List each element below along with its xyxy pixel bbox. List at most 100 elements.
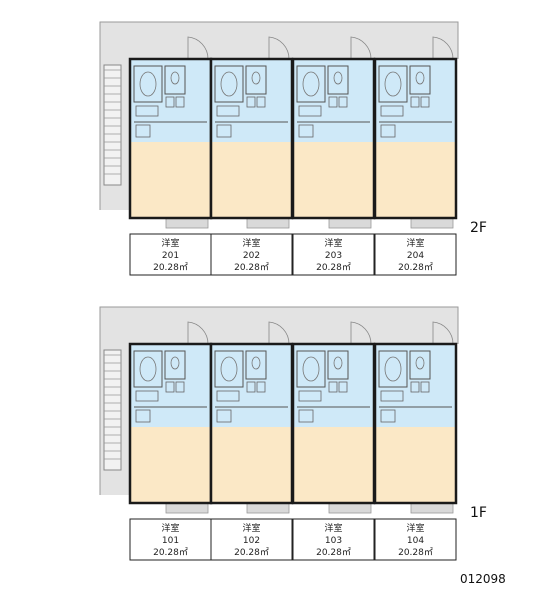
- toilet-room: [409, 65, 431, 95]
- balcony: [165, 502, 209, 514]
- kitchen-counter: [298, 390, 322, 402]
- bathtub-basin: [384, 71, 402, 97]
- unit-label-box: [292, 518, 375, 561]
- toilet: [333, 356, 343, 370]
- bathtub-basin: [302, 356, 320, 382]
- toilet: [415, 71, 425, 85]
- washer-space: [420, 381, 430, 393]
- wet-area: [130, 59, 211, 142]
- bathtub-basin: [302, 71, 320, 97]
- balcony: [410, 502, 454, 514]
- shoe-box: [298, 409, 314, 423]
- unit-type-label: 洋室: [242, 237, 260, 249]
- washer-space: [338, 96, 348, 108]
- unit-area-label: 20.28㎡: [234, 262, 269, 273]
- bathtub-basin: [139, 356, 157, 382]
- bathtub-basin: [220, 356, 238, 382]
- washbasin: [328, 96, 338, 108]
- toilet-room: [245, 65, 267, 95]
- kitchen-counter: [380, 390, 404, 402]
- washbasin: [246, 381, 256, 393]
- unit-number-label: 103: [325, 536, 342, 546]
- toilet-room: [327, 350, 349, 380]
- unit-area-label: 20.28㎡: [316, 547, 351, 558]
- kitchen-counter: [380, 105, 404, 117]
- washbasin: [246, 96, 256, 108]
- toilet-room: [327, 65, 349, 95]
- entrance-door: [350, 321, 372, 345]
- balcony: [246, 502, 290, 514]
- unit-label-box: [210, 518, 293, 561]
- unit-type-label: 洋室: [406, 237, 424, 249]
- entrance-door: [350, 36, 372, 60]
- bathtub: [214, 350, 244, 388]
- wet-area: [211, 344, 292, 427]
- toilet-room: [164, 350, 186, 380]
- bathtub: [133, 65, 163, 103]
- washer-space: [256, 381, 266, 393]
- kitchen-counter: [298, 105, 322, 117]
- unit-type-label: 洋室: [406, 522, 424, 534]
- unit-area-label: 20.28㎡: [398, 262, 433, 273]
- washbasin: [165, 381, 175, 393]
- entrance-door: [187, 36, 209, 60]
- toilet: [415, 356, 425, 370]
- unit-label-box: [374, 233, 457, 276]
- wet-area: [130, 344, 211, 427]
- unit-number-label: 203: [325, 251, 342, 261]
- shoe-box: [135, 124, 151, 138]
- entrance-door: [432, 36, 454, 60]
- kitchen-counter: [135, 105, 159, 117]
- unit-area-label: 20.28㎡: [153, 262, 188, 273]
- unit-type-label: 洋室: [324, 522, 342, 534]
- washer-space: [338, 381, 348, 393]
- washbasin: [328, 381, 338, 393]
- washbasin: [410, 381, 420, 393]
- entrance-door: [268, 36, 290, 60]
- balcony: [165, 217, 209, 229]
- toilet-room: [409, 350, 431, 380]
- unit-number-label: 204: [407, 251, 424, 261]
- bathtub: [214, 65, 244, 103]
- unit-label-box: [374, 518, 457, 561]
- bathtub: [296, 350, 326, 388]
- toilet: [251, 71, 261, 85]
- toilet-room: [245, 350, 267, 380]
- bathtub: [296, 65, 326, 103]
- unit-area-label: 20.28㎡: [153, 547, 188, 558]
- property-code: 012098: [460, 572, 506, 586]
- bathtub-basin: [220, 71, 238, 97]
- balcony: [246, 217, 290, 229]
- unit-wall: [373, 57, 458, 220]
- staircase: [103, 64, 122, 186]
- balcony: [328, 502, 372, 514]
- entrance-door: [432, 321, 454, 345]
- corridor-edge: [99, 306, 459, 495]
- shoe-box: [380, 124, 396, 138]
- wet-area: [375, 59, 456, 142]
- unit-type-label: 洋室: [161, 522, 179, 534]
- wet-area: [211, 59, 292, 142]
- kitchen-counter: [216, 105, 240, 117]
- unit-number-label: 101: [162, 536, 179, 546]
- floor-1f: 洋室10120.28㎡洋室10220.28㎡洋室10320.28㎡洋室10420…: [99, 306, 487, 561]
- entrance-door: [187, 321, 209, 345]
- bathtub: [133, 350, 163, 388]
- bathtub: [378, 350, 408, 388]
- shoe-box: [298, 124, 314, 138]
- unit-number-label: 104: [407, 536, 424, 546]
- kitchen-counter: [135, 390, 159, 402]
- washer-space: [256, 96, 266, 108]
- toilet: [170, 71, 180, 85]
- unit-label-box: [129, 518, 212, 561]
- bathtub: [378, 65, 408, 103]
